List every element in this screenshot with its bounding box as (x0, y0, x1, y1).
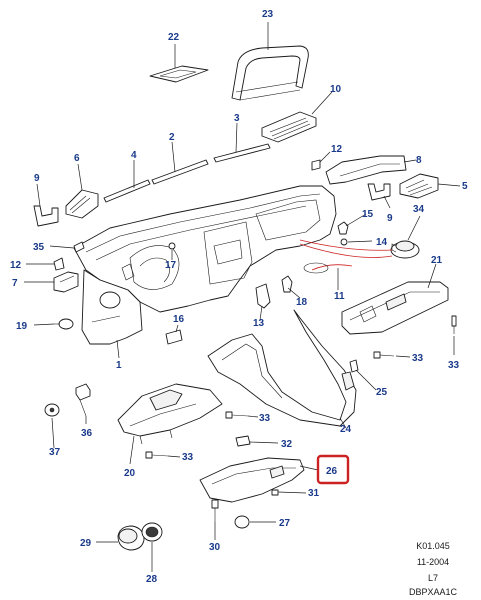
part-vent-duct (325, 155, 407, 185)
part-side-panel (81, 269, 143, 345)
part-screw-33-right (451, 315, 457, 334)
callout-33-bottom: 33 (182, 452, 194, 463)
callout-10: 10 (330, 84, 342, 95)
callout-26: 26 (326, 466, 338, 477)
part-clip-left (53, 257, 65, 271)
callout-3: 3 (234, 113, 240, 124)
callout-19: 19 (16, 321, 28, 332)
part-screw-33-mid (373, 351, 395, 359)
part-sensor (390, 240, 420, 259)
callout-21: 21 (431, 255, 443, 266)
part-bracket-left (33, 205, 59, 227)
callout-18: 18 (296, 297, 308, 308)
part-screw-33-bottom (145, 451, 169, 459)
callout-12-left: 12 (10, 260, 22, 271)
callout-6: 6 (74, 153, 80, 164)
callout-36: 36 (81, 428, 93, 439)
callout-30: 30 (209, 542, 221, 553)
callout-35: 35 (33, 242, 45, 253)
part-clip-14 (340, 238, 348, 246)
ref-drawing-id: DBPXAA1C (408, 587, 458, 597)
callout-8: 8 (416, 155, 422, 166)
part-console-side-panel (207, 309, 357, 427)
part-trim-strip-3 (213, 143, 271, 163)
part-side-vent (65, 189, 99, 219)
callout-37: 37 (49, 447, 61, 458)
callout-15: 15 (362, 209, 374, 220)
callout-22: 22 (168, 32, 180, 43)
part-trim-strip-4 (103, 179, 151, 203)
callout-1: 1 (116, 360, 122, 371)
part-block-16 (165, 329, 183, 345)
part-trim-strip-2 (151, 159, 209, 185)
part-ring (141, 522, 163, 542)
ref-code: K01.045 (416, 541, 450, 551)
part-instrument-hood (231, 45, 309, 101)
part-clip-18 (281, 275, 293, 293)
highlight-box (316, 454, 350, 485)
callout-11: 11 (334, 291, 345, 302)
callout-24: 24 (340, 424, 352, 435)
part-block-32 (235, 435, 251, 447)
part-lower-panel (117, 383, 223, 445)
part-lower-trim-panel (199, 457, 305, 503)
callout-9-left: 9 (34, 173, 40, 184)
callout-2: 2 (169, 132, 175, 143)
callout-12-top: 12 (331, 144, 343, 155)
callout-28: 28 (146, 574, 158, 585)
part-stud (75, 383, 91, 417)
part-glovebox (341, 281, 449, 335)
callout-33-right: 33 (448, 360, 460, 371)
callouts: 23 22 10 3 2 4 6 12 8 9 5 34 15 9 14 35 … (10, 9, 468, 585)
part-right-vent (399, 173, 439, 199)
callout-33-right-mid: 33 (412, 353, 424, 364)
part-push-clip (54, 318, 74, 330)
callout-25: 25 (376, 387, 388, 398)
ref-date: 11-2004 (416, 557, 450, 567)
part-knob (168, 242, 176, 250)
callout-33-left: 33 (259, 413, 271, 424)
callout-34: 34 (413, 204, 425, 215)
part-centre-vent (261, 111, 317, 143)
callout-5: 5 (462, 181, 468, 192)
callout-16: 16 (173, 314, 185, 325)
callout-17: 17 (165, 260, 177, 271)
part-switch-pack (53, 271, 79, 293)
callout-23: 23 (262, 9, 274, 20)
part-screw-30 (211, 499, 219, 522)
part-clip-25 (349, 359, 359, 373)
callout-7: 7 (12, 278, 18, 289)
part-screw-33-left (225, 411, 249, 419)
callout-29: 29 (80, 538, 92, 549)
part-clip-top (311, 159, 321, 171)
part-bracket-right (367, 183, 391, 201)
part-tray (149, 65, 209, 83)
callout-32: 32 (281, 439, 293, 450)
part-clip-27 (234, 515, 250, 529)
callout-20: 20 (124, 468, 136, 479)
part-clip-31 (271, 489, 279, 496)
callout-14: 14 (376, 237, 388, 248)
callout-31: 31 (308, 488, 320, 499)
part-centre-bracket (255, 283, 271, 309)
callout-13: 13 (253, 318, 265, 329)
callout-27: 27 (279, 518, 291, 529)
callout-4: 4 (131, 150, 137, 161)
part-clip-15 (337, 221, 349, 235)
part-washer (44, 403, 60, 417)
part-dashboard-main (73, 185, 337, 313)
callout-9-right: 9 (387, 213, 393, 224)
ref-sheet: L7 (427, 573, 438, 583)
part-round-knob (117, 525, 145, 551)
